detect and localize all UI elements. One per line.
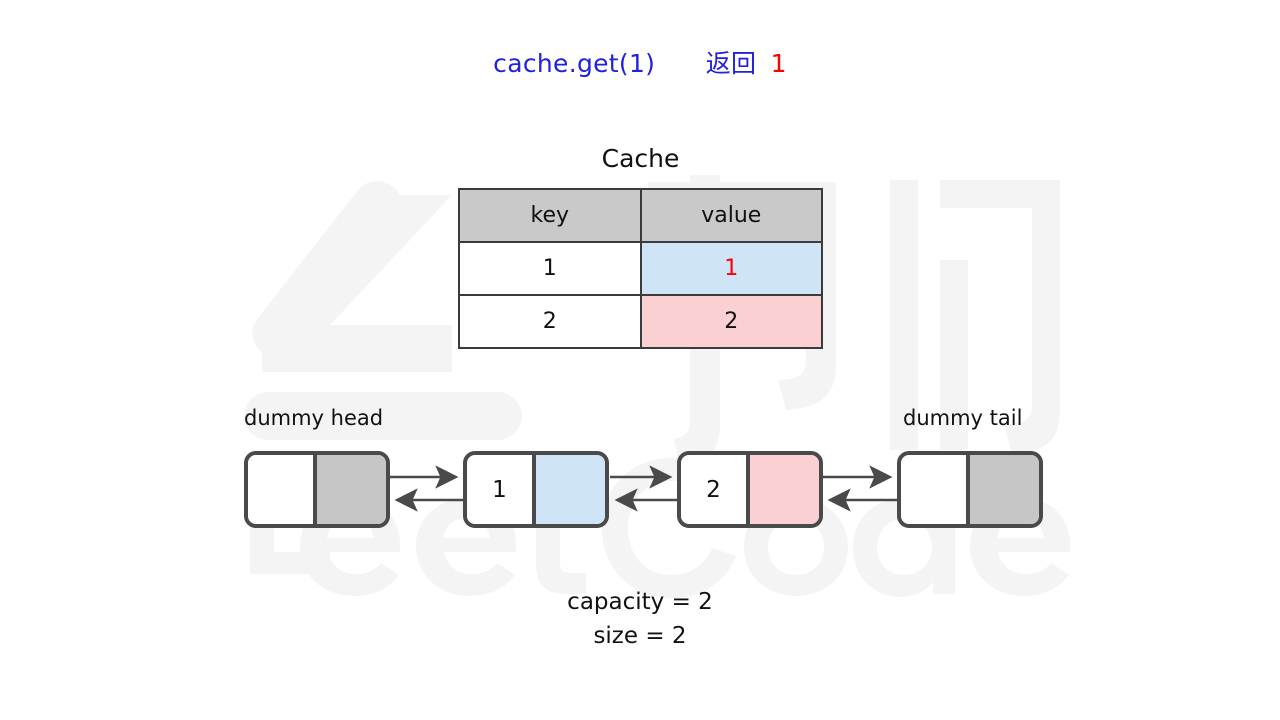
cell-key-row-1: 1 xyxy=(458,241,642,296)
operation-call-text: cache.get(1) xyxy=(493,49,656,78)
node-value-cell xyxy=(536,455,605,524)
node-value-cell xyxy=(317,455,386,524)
cell-value-row-1: 1 xyxy=(639,241,823,296)
node-key-cell xyxy=(248,455,317,524)
table-row: 2 2 xyxy=(458,294,823,349)
node-key-cell: 1 xyxy=(467,455,536,524)
cache-table: key value 1 1 2 2 xyxy=(458,188,823,349)
column-header-value: value xyxy=(639,188,823,243)
dummy-tail-label: dummy tail xyxy=(903,406,1023,430)
node-key-cell: 2 xyxy=(681,455,750,524)
list-node-dummy-tail[interactable] xyxy=(897,451,1043,528)
operation-return-label: 返回 xyxy=(705,49,757,78)
node-value-cell xyxy=(970,455,1039,524)
dummy-head-label: dummy head xyxy=(244,406,384,430)
list-node-2[interactable]: 2 xyxy=(677,451,823,528)
list-node-dummy-head[interactable] xyxy=(244,451,390,528)
cell-value-row-2: 2 xyxy=(639,294,823,349)
operation-title: cache.get(1) 返回 1 xyxy=(0,44,1280,80)
operation-return-value: 1 xyxy=(770,49,787,78)
column-header-key: key xyxy=(458,188,642,243)
table-row: 1 1 xyxy=(458,241,823,296)
node-key-cell xyxy=(901,455,970,524)
cache-table-heading: Cache xyxy=(601,144,680,173)
cache-stats: capacity = 2 size = 2 xyxy=(0,585,1280,653)
table-header-row: key value xyxy=(458,188,823,243)
list-node-1[interactable]: 1 xyxy=(463,451,609,528)
size-text: size = 2 xyxy=(593,623,687,649)
node-value-cell xyxy=(750,455,819,524)
cell-key-row-2: 2 xyxy=(458,294,642,349)
capacity-text: capacity = 2 xyxy=(567,589,713,615)
